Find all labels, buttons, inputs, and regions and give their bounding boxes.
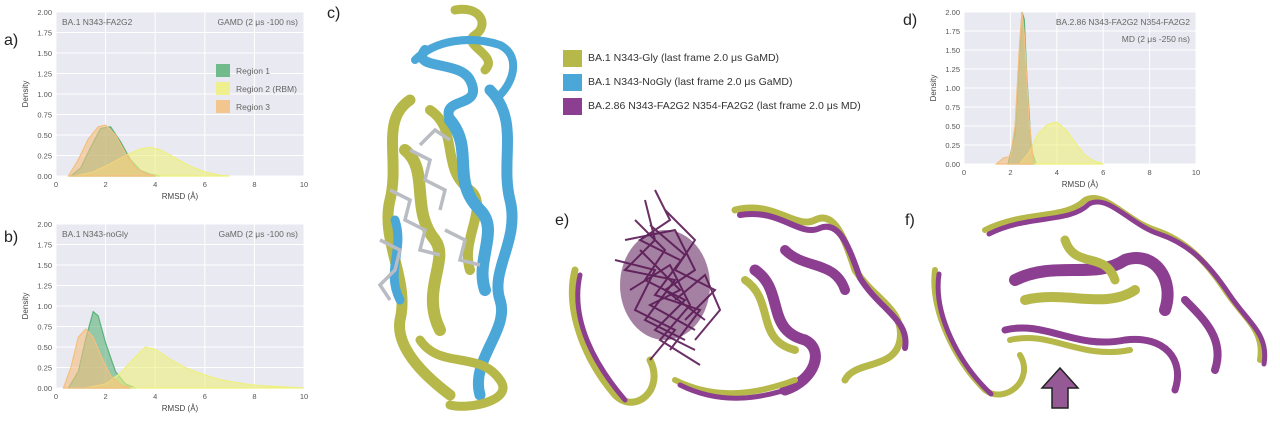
- y-tick-label: 1.50: [37, 261, 52, 270]
- y-tick-label: 2.00: [945, 8, 960, 17]
- legend-label-fa2g2: BA.2.86 N343-FA2G2 N354-FA2G2 (last fram…: [588, 100, 861, 112]
- x-tick-label: 10: [300, 180, 308, 189]
- y-tick-label: 0.00: [945, 160, 960, 169]
- swatch-fa2g2: [563, 97, 582, 115]
- density-area-3: [994, 11, 1035, 165]
- x-tick-label: 8: [252, 180, 256, 189]
- y-tick-label: 1.25: [37, 282, 52, 291]
- panel-letter-e: e): [555, 212, 570, 229]
- chart-title-left: BA.1 N343-noGly: [62, 229, 129, 239]
- density-chart-b: 0.00 0.25 0.50 0.75 1.00 1.25 1.50 1.75 2.00 0 2 4 6…: [21, 220, 308, 413]
- swatch-nogly: [563, 73, 582, 91]
- y-tick-label: 1.00: [37, 302, 52, 311]
- legend-swatch: [216, 82, 230, 95]
- legend-label-gly: BA.1 N343-Gly (last frame 2.0 μs GaMD): [588, 52, 780, 64]
- x-tick-label: 6: [1101, 168, 1105, 177]
- x-tick-label: 4: [153, 180, 157, 189]
- chart-title-right: GaMD (2 μs -100 ns): [218, 229, 298, 239]
- chart-title-right: GAMD (2 μs -100 ns): [218, 17, 299, 27]
- swatch-gly: [563, 49, 582, 67]
- y-tick-label: 0.00: [37, 384, 52, 393]
- x-tick-label: 2: [1008, 168, 1012, 177]
- y-tick-label: 1.25: [37, 70, 52, 79]
- y-tick-label: 1.75: [37, 29, 52, 38]
- y-tick-label: 0.25: [945, 141, 960, 150]
- legend-swatch: [216, 64, 230, 77]
- x-tick-label: 4: [1055, 168, 1059, 177]
- x-tick-label: 8: [1148, 168, 1152, 177]
- legend-swatch: [216, 100, 230, 113]
- legend-item-fa2g2: BA.2.86 N343-FA2G2 N354-FA2G2 (last fram…: [563, 96, 861, 116]
- legend-item-gly: BA.1 N343-Gly (last frame 2.0 μs GaMD): [563, 48, 779, 68]
- panel-letter-d: d): [903, 12, 918, 29]
- density-chart-a: 0.00 0.25 0.50 0.75 1.00 1.25 1.50 1.75 2.00 0 2 4 6…: [21, 8, 308, 201]
- density-area-2: [85, 346, 305, 389]
- chart-title-left: BA.1 N343-FA2G2: [62, 17, 133, 27]
- y-tick-label: 0.75: [37, 111, 52, 120]
- x-tick-label: 0: [54, 392, 58, 401]
- legend-label: Region 1: [236, 66, 270, 76]
- y-axis-label: Density: [21, 81, 30, 108]
- density-chart-d: 0.00 0.25 0.50 0.75 1.00 1.25 1.50 1.75 2.00 0 2 4 6…: [929, 8, 1200, 189]
- panel-letter-b: b): [4, 229, 19, 246]
- y-axis-label: Density: [21, 293, 30, 320]
- y-tick-label: 1.75: [945, 27, 960, 36]
- x-tick-label: 10: [1192, 168, 1200, 177]
- panel-letter-f: f): [905, 212, 915, 229]
- protein-structure-c: [377, 4, 518, 411]
- protein-structure-f: [931, 195, 1268, 398]
- y-tick-label: 0.50: [37, 131, 52, 140]
- y-tick-label: 0.25: [37, 364, 52, 373]
- y-tick-label: 1.75: [37, 241, 52, 250]
- x-axis-label: RMSD (Å): [1062, 180, 1099, 189]
- y-tick-label: 1.25: [945, 65, 960, 74]
- y-axis-label: Density: [929, 75, 938, 102]
- y-tick-label: 1.00: [37, 90, 52, 99]
- x-tick-label: 6: [203, 180, 207, 189]
- protein-structure-e: [568, 189, 909, 406]
- x-tick-label: 2: [104, 180, 108, 189]
- x-axis-label: RMSD (Å): [162, 404, 199, 413]
- y-tick-label: 1.00: [945, 84, 960, 93]
- y-tick-label: 2.00: [37, 8, 52, 17]
- y-tick-label: 0.75: [945, 103, 960, 112]
- x-tick-label: 8: [252, 392, 256, 401]
- up-arrow-icon: [1040, 366, 1080, 409]
- x-tick-label: 0: [962, 168, 966, 177]
- y-tick-label: 0.25: [37, 152, 52, 161]
- x-tick-label: 2: [104, 392, 108, 401]
- legend-label-nogly: BA.1 N343-NoGly (last frame 2.0 μs GaMD): [588, 76, 793, 88]
- y-tick-label: 1.50: [37, 49, 52, 58]
- panel-letter-c: c): [327, 5, 341, 22]
- structure-legend: BA.1 N343-Gly (last frame 2.0 μs GaMD) B…: [563, 48, 903, 120]
- x-tick-label: 6: [203, 392, 207, 401]
- x-axis-label: RMSD (Å): [162, 192, 199, 201]
- y-tick-label: 2.00: [37, 220, 52, 229]
- y-tick-label: 0.75: [37, 323, 52, 332]
- density-area-2: [1018, 121, 1104, 165]
- chart-title-right: MD (2 μs -250 ns): [1122, 34, 1190, 44]
- y-tick-label: 0.00: [37, 172, 52, 181]
- x-tick-label: 4: [153, 392, 157, 401]
- chart-title-left: BA.2.86 N343-FA2G2 N354-FA2G2: [1056, 17, 1190, 27]
- y-tick-label: 0.50: [945, 122, 960, 131]
- legend-label: Region 2 (RBM): [236, 84, 297, 94]
- density-area-3: [67, 124, 156, 177]
- x-tick-label: 0: [54, 180, 58, 189]
- density-area-3: [62, 328, 131, 389]
- legend-label: Region 3: [236, 102, 270, 112]
- y-tick-label: 0.50: [37, 343, 52, 352]
- panel-letter-a: a): [4, 32, 19, 49]
- y-tick-label: 1.50: [945, 46, 960, 55]
- x-tick-label: 10: [300, 392, 308, 401]
- legend-item-nogly: BA.1 N343-NoGly (last frame 2.0 μs GaMD): [563, 72, 792, 92]
